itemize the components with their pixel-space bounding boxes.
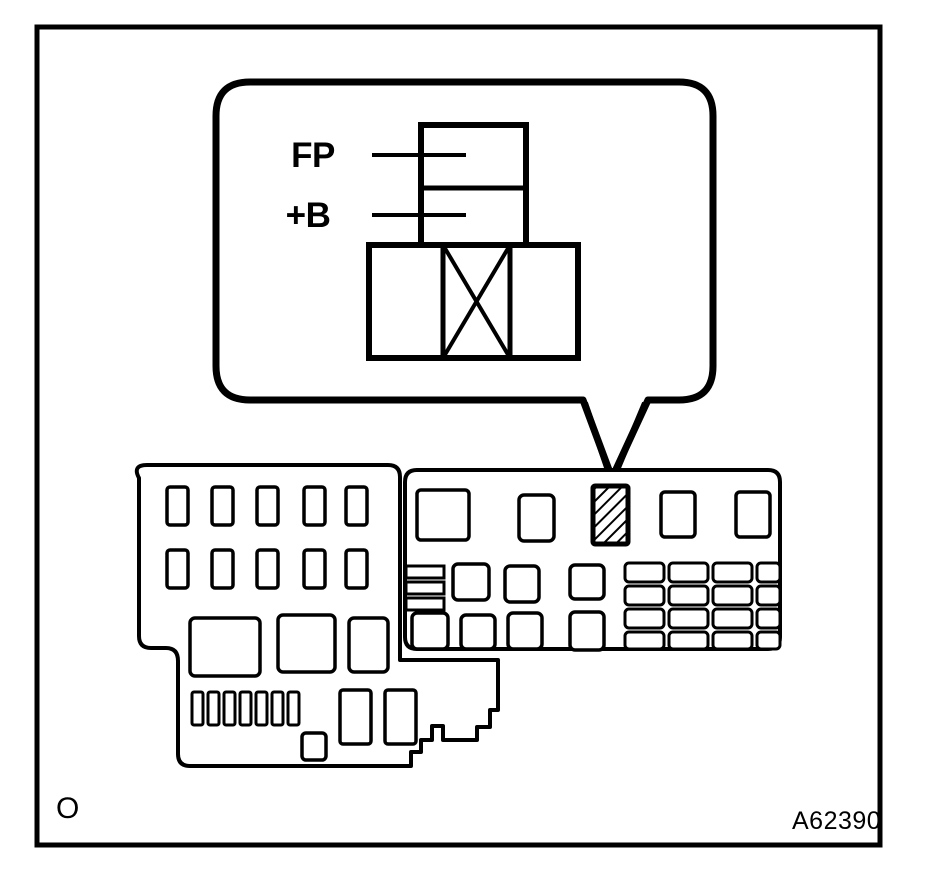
relay-lower-block (366, 242, 581, 361)
left-fuse-slot-r2c3[interactable] (255, 548, 280, 590)
right-mid-block-4[interactable] (410, 611, 450, 651)
left-fuse-slot-r1c5[interactable] (344, 485, 369, 527)
magnified-relay-callout: FP +B (212, 78, 717, 482)
left-fuse-slot-r1c3[interactable] (255, 485, 280, 527)
highlighted-relay-socket[interactable] (590, 483, 631, 547)
left-fuse-slot-r2c2[interactable] (210, 548, 235, 590)
right-junction-block (403, 468, 782, 652)
left-narrow-slot-6[interactable] (270, 690, 285, 727)
right-small-fuse-r3c4[interactable] (755, 607, 782, 630)
right-small-fuse-r2c1[interactable] (623, 584, 666, 607)
right-mid-block-3[interactable] (568, 563, 606, 601)
right-relay-socket-1[interactable] (415, 488, 471, 542)
right-small-fuse-r2c4[interactable] (755, 584, 782, 607)
outer-figure-border (34, 24, 883, 848)
right-small-fuse-r4c2[interactable] (667, 630, 710, 651)
left-narrow-slot-4[interactable] (238, 690, 253, 727)
right-mid-block-6[interactable] (506, 611, 544, 651)
left-relay-block-1[interactable] (188, 616, 262, 678)
right-small-fuse-r3c2[interactable] (667, 607, 710, 630)
right-side-bar-2[interactable] (404, 580, 446, 596)
left-fuse-slot-r2c1[interactable] (165, 548, 190, 590)
left-fuse-slot-r2c5[interactable] (344, 548, 369, 590)
right-small-fuse-r4c3[interactable] (711, 630, 754, 651)
right-mid-block-5[interactable] (459, 613, 497, 651)
left-bottom-block-small[interactable] (300, 731, 328, 762)
left-narrow-slot-5[interactable] (254, 690, 269, 727)
left-junction-block (134, 463, 500, 768)
right-side-bar-1[interactable] (404, 564, 446, 580)
left-bottom-block-1[interactable] (338, 688, 373, 746)
right-small-fuse-r1c2[interactable] (667, 561, 710, 584)
right-small-fuse-r4c1[interactable] (623, 630, 666, 651)
right-relay-socket-4[interactable] (659, 490, 697, 539)
left-relay-block-3[interactable] (347, 616, 390, 674)
relay-upper-block (418, 122, 529, 248)
right-small-fuse-r1c4[interactable] (755, 561, 782, 584)
left-bottom-block-2[interactable] (383, 688, 418, 746)
left-narrow-slot-1[interactable] (190, 690, 205, 727)
left-fuse-slot-r1c2[interactable] (210, 485, 235, 527)
right-relay-socket-2[interactable] (517, 493, 556, 543)
right-small-fuse-r4c4[interactable] (755, 630, 782, 651)
left-narrow-slot-3[interactable] (222, 690, 237, 727)
right-mid-block-7[interactable] (568, 610, 606, 652)
right-mid-block-2[interactable] (503, 564, 541, 604)
figure-reference-code: A62390 (792, 807, 881, 835)
relay-cross-stroke-2 (441, 243, 512, 360)
right-relay-socket-5[interactable] (734, 490, 772, 539)
relay-connector-symbol (366, 122, 581, 361)
right-small-fuse-r2c2[interactable] (667, 584, 710, 607)
right-mid-block-1[interactable] (451, 562, 491, 602)
right-small-fuse-r2c3[interactable] (711, 584, 754, 607)
left-fuse-slot-r1c4[interactable] (302, 485, 327, 527)
left-narrow-slot-2[interactable] (206, 690, 221, 727)
right-small-fuse-r1c3[interactable] (711, 561, 754, 584)
left-fuse-slot-r1c1[interactable] (165, 485, 190, 527)
right-small-fuse-r3c1[interactable] (623, 607, 666, 630)
right-small-fuse-r3c3[interactable] (711, 607, 754, 630)
right-side-bar-3[interactable] (404, 596, 446, 612)
corner-letter-mark: O (56, 792, 79, 825)
left-narrow-slot-7[interactable] (286, 690, 301, 727)
fp-terminal-label: FP (291, 136, 335, 175)
left-fuse-slot-r2c4[interactable] (302, 548, 327, 590)
right-small-fuse-r1c1[interactable] (623, 561, 666, 584)
b-terminal-label: +B (286, 196, 331, 235)
left-relay-block-2[interactable] (276, 613, 337, 674)
